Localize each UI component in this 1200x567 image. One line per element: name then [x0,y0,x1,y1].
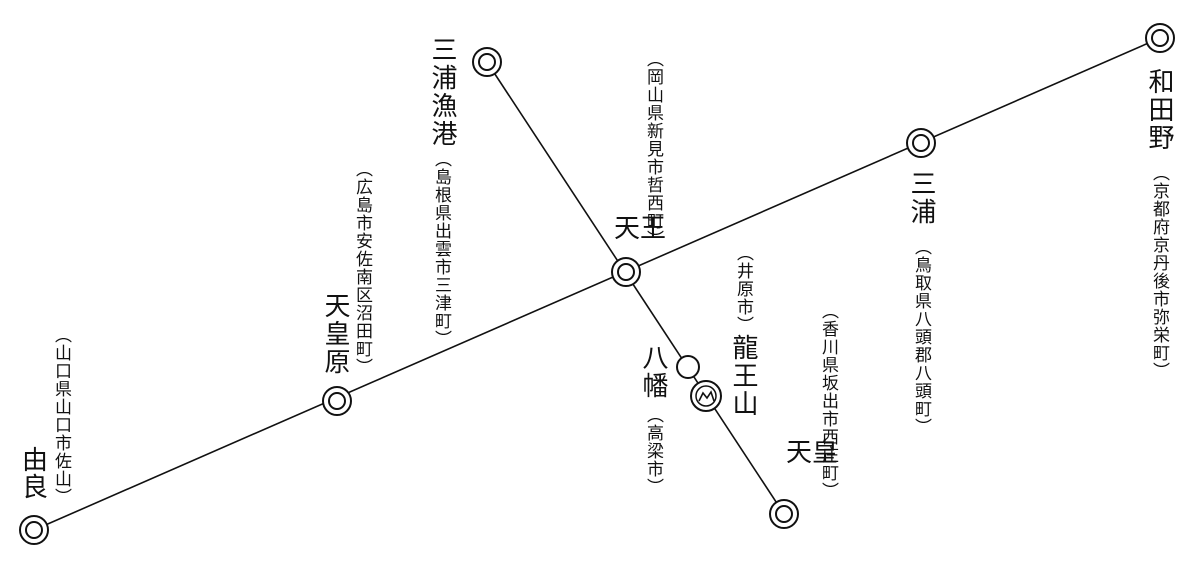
station-marker-miuragyokou[interactable] [472,47,502,77]
station-name-yawata: 八幡 [638,344,668,400]
station-marker-tennou[interactable] [611,257,641,287]
station-address-tennou: （岡山県新見市哲西町） [643,50,663,248]
station-address-miuragyokou: （島根県出雲市三津町） [431,150,451,348]
station-marker-yura[interactable] [19,515,49,545]
station-marker-tennoubara[interactable] [322,386,352,416]
station-name-yura: 由良 [22,446,49,504]
station-address-miura: （鳥取県八頭郡八頭町） [911,238,931,436]
station-name-ryuouzan: 龍王山 [728,334,758,418]
station-address-tennou2: （香川県坂出市西庄町） [818,302,838,500]
station-name-tennoubara: 天皇原 [320,292,350,376]
station-marker-yawata[interactable] [676,355,700,379]
station-address-yawata: （高梁市） [643,406,663,496]
fuji-mountain-icon[interactable] [690,380,722,412]
route-line-main [33,37,1161,531]
station-marker-tennou2[interactable] [769,499,799,529]
station-marker-wadano[interactable] [1145,23,1175,53]
station-address-ryuouzan: （井原市） [733,244,753,334]
station-address-wadano: （京都府京丹後市弥栄町） [1149,164,1169,380]
route-line-branch [486,61,785,515]
station-name-miura: 三浦 [906,170,936,226]
station-marker-miura[interactable] [906,128,936,158]
station-name-tennou2: 天皇 [786,438,839,468]
station-name-tennou: 天王 [614,214,667,244]
station-address-yura: （山口県山口市佐山） [51,326,71,506]
station-name-miuragyokou: 三浦漁港 [427,36,457,148]
station-name-wadano: 和田野 [1144,68,1174,152]
station-address-tennoubara: （広島市安佐南区沼田町） [352,160,372,376]
